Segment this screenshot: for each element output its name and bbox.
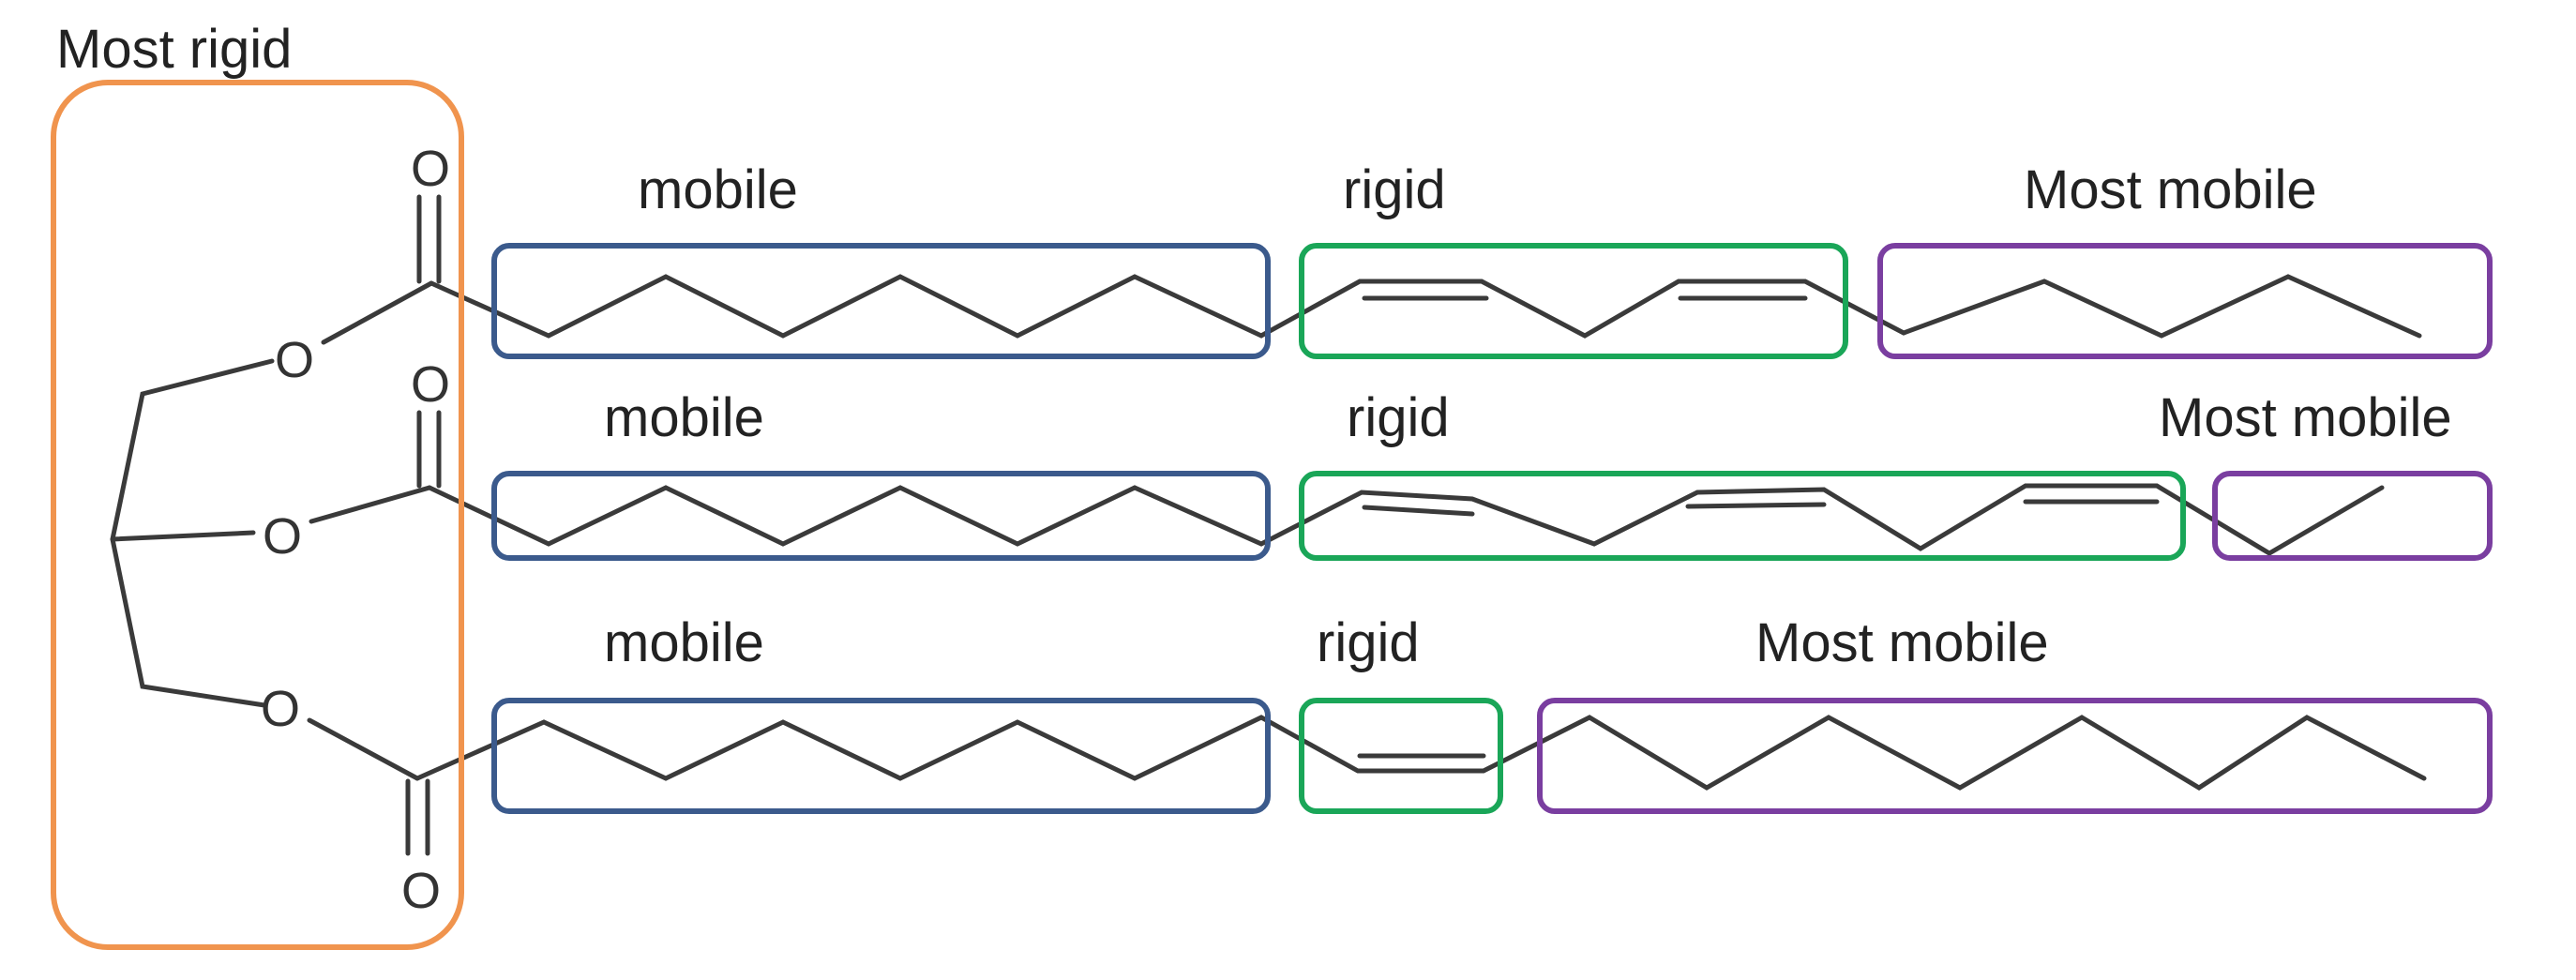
- carbonyl-oxygen-3: O: [401, 863, 441, 919]
- chain3-mobile-box: [491, 698, 1271, 814]
- most-rigid-box: [51, 80, 464, 950]
- chain2-double-bond-1: [1362, 505, 1475, 517]
- chain3-mobile-label: mobile: [604, 612, 764, 673]
- chain2-mobile-label: mobile: [604, 387, 764, 448]
- chain1-rigid-box: [1299, 243, 1848, 359]
- carbonyl-oxygen-1: O: [411, 141, 450, 197]
- chain2-rigid-box: [1299, 471, 2186, 561]
- chain2-most-mobile-label: Most mobile: [2159, 387, 2452, 448]
- chain1-mobile-label: mobile: [638, 159, 798, 220]
- ester-bond-2: [309, 485, 432, 524]
- chain2-rigid-label: rigid: [1347, 387, 1450, 448]
- glycerol-bond-middle: [110, 530, 256, 542]
- chain2-mobile-box: [491, 471, 1271, 561]
- ester-oxygen-3: O: [261, 681, 300, 737]
- chain2-double-bond-2: [1685, 502, 1827, 509]
- chain1-most-mobile-label: Most mobile: [2024, 159, 2317, 220]
- chain1-mobile-box: [491, 243, 1271, 359]
- chain3-most-mobile-label: Most mobile: [1755, 612, 2049, 673]
- fatty-chain-3: [414, 715, 2427, 791]
- ester-bond-1: [321, 280, 434, 345]
- most-rigid-label: Most rigid: [56, 19, 292, 80]
- ester-bond-3: [307, 717, 420, 781]
- chain3-rigid-box: [1299, 698, 1503, 814]
- chain2-most-mobile-box: [2212, 471, 2493, 561]
- fatty-chain-2: [427, 483, 2385, 556]
- carbonyl-oxygen-2: O: [411, 356, 450, 413]
- chain1-rigid-label: rigid: [1343, 159, 1446, 220]
- fatty-chain-1: [429, 274, 2422, 339]
- chain3-most-mobile-box: [1537, 698, 2493, 814]
- chain3-rigid-label: rigid: [1317, 612, 1420, 673]
- ester-oxygen-1: O: [275, 332, 314, 388]
- ester-oxygen-2: O: [263, 508, 302, 565]
- chain1-most-mobile-box: [1877, 243, 2493, 359]
